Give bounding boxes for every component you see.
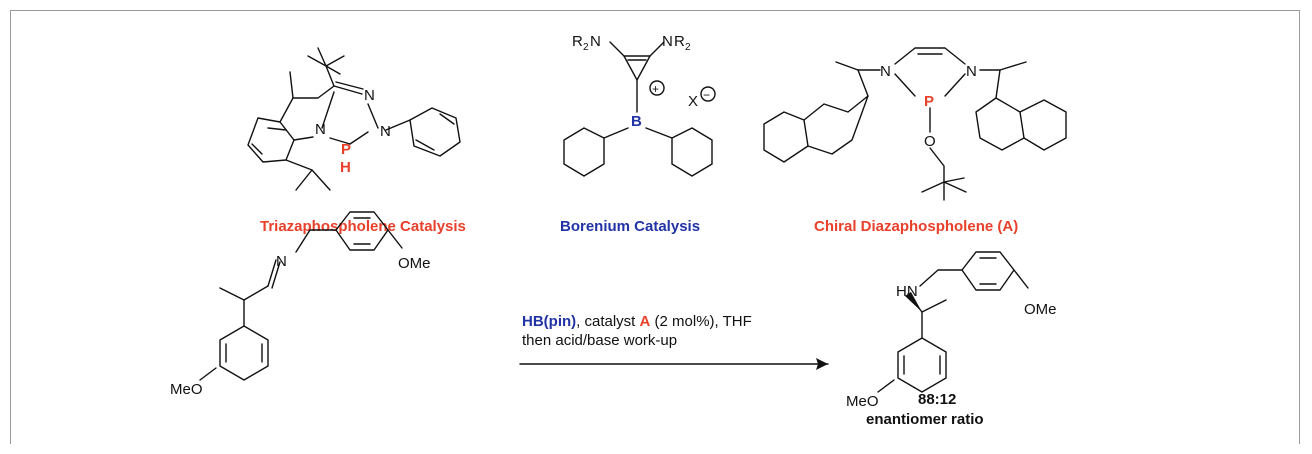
atom-r: R xyxy=(674,33,685,50)
atom-n: N xyxy=(364,87,375,104)
condition-text: , catalyst xyxy=(576,313,639,330)
reagent-label: HB(pin) xyxy=(522,313,576,330)
condition-line-2: then acid/base work-up xyxy=(522,332,677,349)
er-label: enantiomer ratio xyxy=(866,411,984,428)
atom-h: H xyxy=(340,159,351,176)
atom-b: B xyxy=(631,113,642,130)
er-value: 88:12 xyxy=(918,391,956,408)
triazaphospholene-structure: N N N P H xyxy=(247,47,461,191)
label-triazaphospholene: Triazaphospholene Catalysis xyxy=(260,218,466,235)
amine-structure: HN MeO OMe 88:12 enantiomer ratio xyxy=(846,251,1057,428)
atom-p: P xyxy=(924,93,934,110)
atom-n: N xyxy=(880,63,891,80)
borenium-structure: + X − R 2 N N R 2 B xyxy=(563,33,716,177)
catalyst-label: A xyxy=(640,313,651,330)
atom-n: N xyxy=(276,253,287,270)
methoxy-label: MeO xyxy=(846,393,879,410)
methoxy-label: OMe xyxy=(1024,301,1057,318)
methoxy-label: OMe xyxy=(398,255,431,272)
imine-structure: N MeO OMe xyxy=(170,211,431,398)
minus-sign: − xyxy=(703,88,710,102)
label-borenium: Borenium Catalysis xyxy=(560,218,700,235)
figure-frame xyxy=(10,10,1300,444)
atom-n: N xyxy=(590,33,601,50)
chiral-diazaphospholene-structure: N N P O xyxy=(763,47,1067,201)
plus-sign: + xyxy=(652,82,659,96)
reaction-conditions: HB(pin), catalyst A (2 mol%), THF then a… xyxy=(519,313,829,370)
atom-o: O xyxy=(924,133,936,150)
atom-p: P xyxy=(341,141,351,158)
atom-r: R xyxy=(572,33,583,50)
atom-n: N xyxy=(380,123,391,140)
label-chiral-diazaphospholene: Chiral Diazaphospholene (A) xyxy=(814,218,1018,235)
atom-n: N xyxy=(315,121,326,138)
methoxy-label: MeO xyxy=(170,381,203,398)
atom-n: N xyxy=(966,63,977,80)
condition-line-1: HB(pin), catalyst A (2 mol%), THF xyxy=(522,313,752,330)
arrow-head xyxy=(816,358,828,370)
subscript: 2 xyxy=(583,42,589,53)
atom-hn: HN xyxy=(896,283,918,300)
wedge-bond xyxy=(905,292,922,312)
atom-n: N xyxy=(662,33,673,50)
condition-text: (2 mol%), THF xyxy=(650,313,751,330)
subscript: 2 xyxy=(685,42,691,53)
counter-ion-x: X xyxy=(688,93,698,110)
